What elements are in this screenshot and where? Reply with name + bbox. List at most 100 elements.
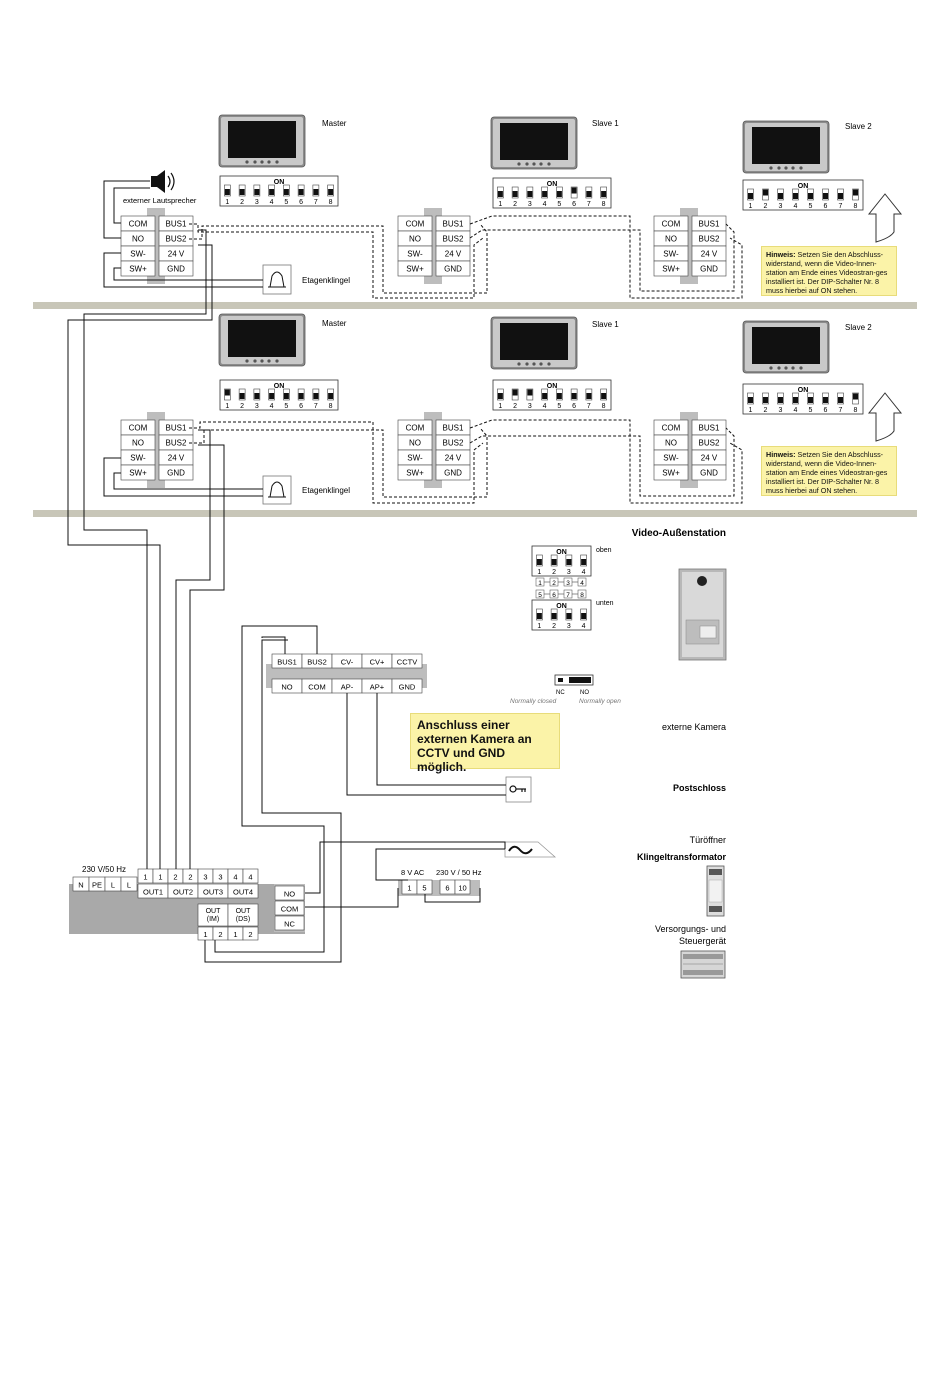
dip-number: 3 bbox=[779, 203, 783, 210]
terminal-label: OUT3 bbox=[203, 888, 223, 897]
terminal-label: (IM) bbox=[207, 916, 219, 923]
dip-on-label: ON bbox=[556, 549, 567, 556]
terminal-label: BUS2 bbox=[443, 439, 464, 448]
wire bbox=[305, 888, 399, 908]
outdoor-station-label: Video-Außenstation bbox=[632, 528, 726, 539]
monitor-label-master: Master bbox=[322, 119, 347, 128]
terminal-label: OUT bbox=[236, 908, 252, 915]
terminal-label: 24 V bbox=[445, 454, 462, 463]
dip-number: 5 bbox=[809, 407, 813, 414]
dip-knob bbox=[224, 389, 230, 396]
terminal-label: NO bbox=[409, 439, 421, 448]
terminal-label: BUS1 bbox=[166, 220, 187, 229]
terminal-label: GND bbox=[399, 683, 416, 692]
normally-closed-label: Normally closed bbox=[510, 698, 557, 705]
wire bbox=[346, 693, 506, 796]
dip-number: 4 bbox=[794, 203, 798, 210]
dip-number: 7 bbox=[587, 403, 591, 410]
dip-number: 7 bbox=[839, 203, 843, 210]
dip-knob bbox=[556, 393, 562, 399]
jumper-nc-label: NC bbox=[556, 690, 565, 696]
dip-number: 2 bbox=[552, 569, 556, 576]
dip-number: 6 bbox=[824, 407, 828, 414]
terminal-label: AP+ bbox=[370, 683, 385, 692]
monitor-label-slave2: Slave 2 bbox=[845, 122, 872, 131]
dip-bottom-label: unten bbox=[596, 600, 614, 607]
dip-number: 1 bbox=[225, 403, 229, 410]
terminal-label: CCTV bbox=[397, 658, 417, 667]
wire bbox=[67, 244, 213, 869]
dip-knob bbox=[853, 189, 858, 196]
terminal-label: COM bbox=[129, 220, 148, 229]
terminal-label: GND bbox=[700, 265, 718, 274]
terminal-label: OUT4 bbox=[233, 888, 253, 897]
terminal-label: SW- bbox=[130, 454, 146, 463]
dip-number: 8 bbox=[854, 407, 858, 414]
dip-code-number: 4 bbox=[580, 580, 584, 587]
terminal-label: 6 bbox=[445, 884, 449, 893]
terminal-label: GND bbox=[444, 469, 462, 478]
supply-unit-icon bbox=[680, 950, 726, 979]
terminal-label: 24 V bbox=[701, 454, 718, 463]
jumper-switch bbox=[554, 674, 594, 686]
dip-knob bbox=[581, 613, 587, 619]
dip-number: 7 bbox=[314, 199, 318, 206]
terminal-label: COM bbox=[406, 424, 425, 433]
dip-code-number: 5 bbox=[538, 592, 542, 599]
dip-knob bbox=[808, 397, 813, 403]
terminal-label: 24 V bbox=[701, 250, 718, 259]
wire bbox=[189, 444, 225, 869]
dip-knob bbox=[497, 191, 503, 197]
dip-code-number: 8 bbox=[580, 592, 584, 599]
dip-knob bbox=[269, 393, 275, 399]
terminal-label: 1 bbox=[143, 873, 147, 882]
dip-code-number: 6 bbox=[552, 592, 556, 599]
dip-on-label: ON bbox=[556, 603, 567, 610]
dip-number: 1 bbox=[749, 203, 753, 210]
dip-number: 5 bbox=[809, 203, 813, 210]
dip-knob bbox=[551, 613, 557, 619]
terminal-label: 2 bbox=[248, 930, 252, 939]
section-separator bbox=[33, 302, 917, 309]
terminal-label: GND bbox=[167, 265, 185, 274]
dip-on-label: ON bbox=[274, 179, 285, 186]
dip-knob bbox=[748, 193, 753, 199]
dip-number: 6 bbox=[572, 403, 576, 410]
terminal-label: NO bbox=[281, 683, 292, 692]
terminal-label: SW+ bbox=[662, 469, 680, 478]
monitor-icon bbox=[218, 114, 306, 168]
dip-knob bbox=[536, 613, 542, 619]
terminal-label: 2 bbox=[188, 873, 192, 882]
dip-knob bbox=[838, 397, 843, 403]
dip-number: 3 bbox=[255, 199, 259, 206]
terminal-label: BUS2 bbox=[699, 439, 720, 448]
terminal-label: SW+ bbox=[129, 265, 147, 274]
dip-number: 4 bbox=[582, 569, 586, 576]
terminal-label: GND bbox=[444, 265, 462, 274]
terminal-label: BUS1 bbox=[277, 658, 297, 667]
terminal-label: OUT bbox=[206, 908, 222, 915]
dip-knob bbox=[763, 397, 768, 403]
dip-knob bbox=[313, 189, 319, 195]
wire bbox=[113, 472, 263, 490]
dip-number: 7 bbox=[587, 201, 591, 208]
dip-number: 3 bbox=[255, 403, 259, 410]
dip-knob bbox=[283, 393, 289, 399]
dip-knob bbox=[298, 189, 304, 195]
dip-knob bbox=[551, 559, 557, 565]
dip-knob bbox=[823, 397, 828, 403]
terminal-label: SW- bbox=[663, 250, 679, 259]
terminal-label: BUS1 bbox=[699, 424, 720, 433]
dip-knob bbox=[823, 193, 828, 199]
dip-number: 2 bbox=[240, 403, 244, 410]
dip-on-label: ON bbox=[547, 383, 558, 390]
terminal-label: OUT2 bbox=[173, 888, 193, 897]
dip-code-number: 2 bbox=[552, 580, 556, 587]
dip-number: 3 bbox=[567, 569, 571, 576]
dip-number: 7 bbox=[839, 407, 843, 414]
